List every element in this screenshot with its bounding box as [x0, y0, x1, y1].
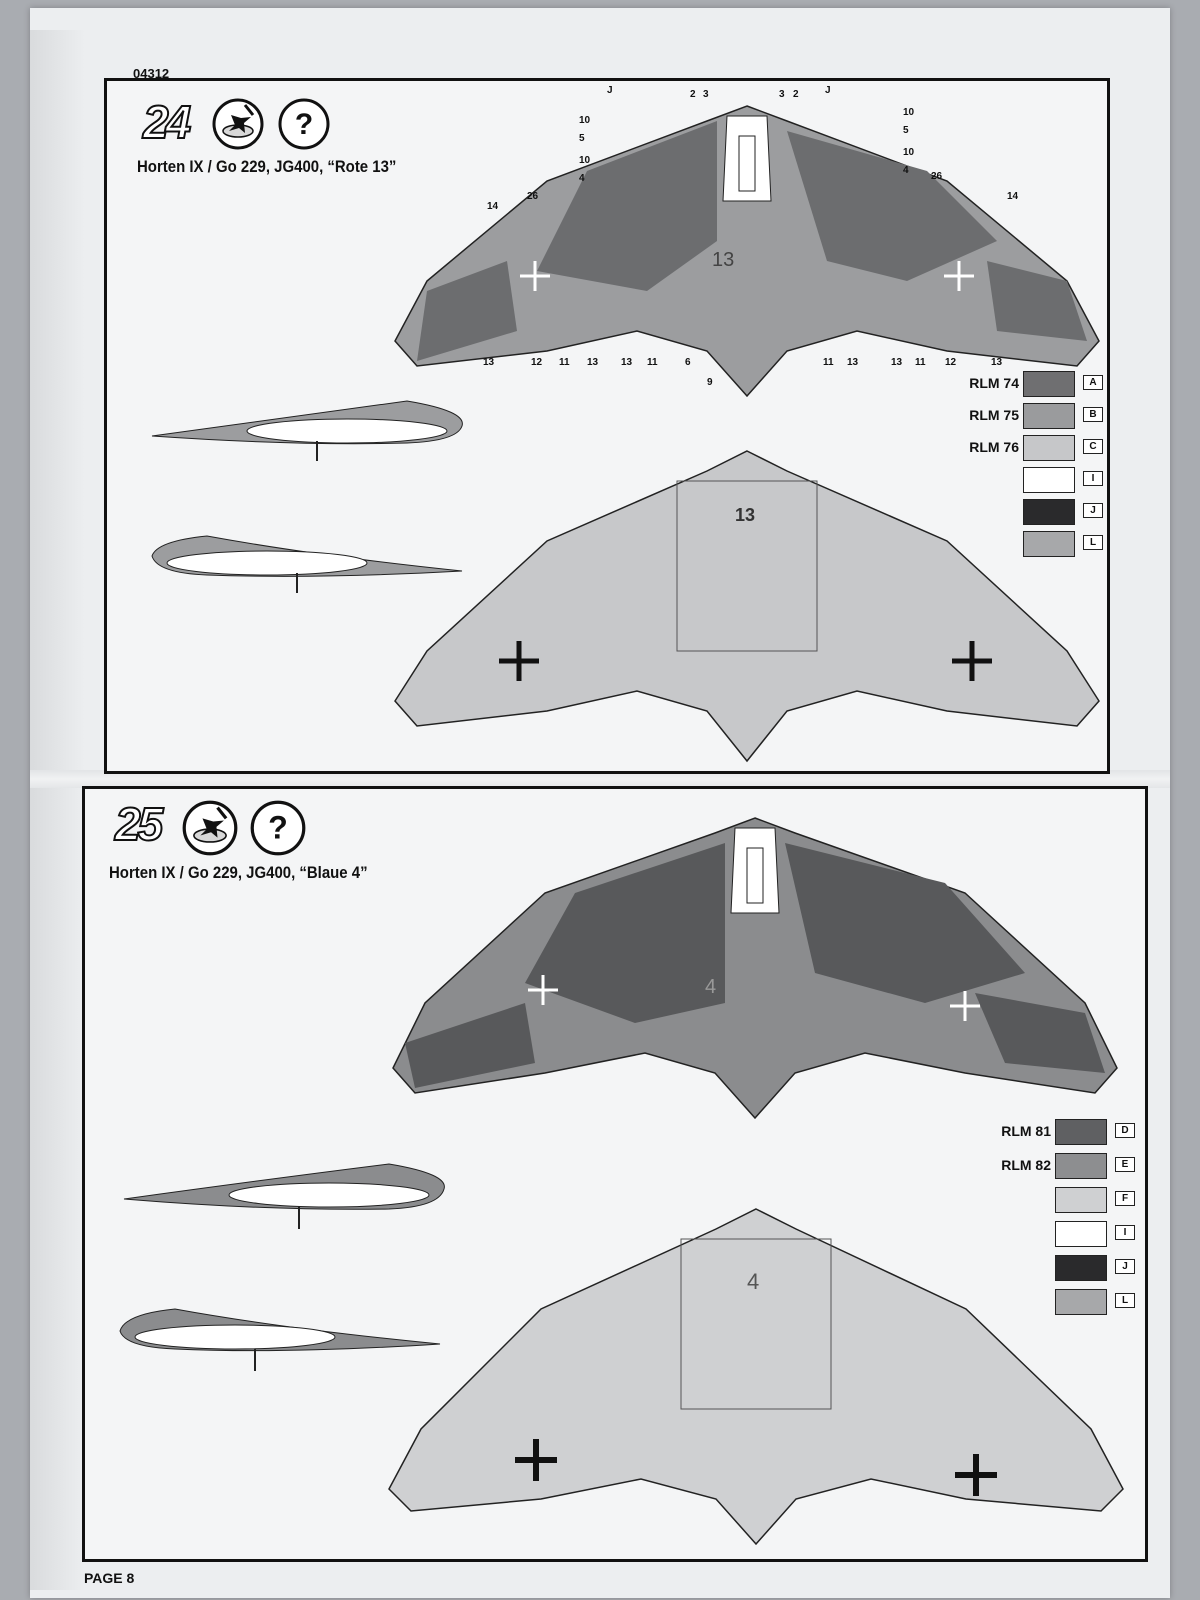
bottom-view-drawing: 13 — [394, 450, 1100, 763]
legend-row: I — [907, 467, 1103, 493]
svg-text:13: 13 — [735, 505, 755, 525]
side-view-right — [151, 535, 463, 593]
question-mark-icon: ? — [250, 800, 306, 856]
legend-row: RLM 74 A — [907, 371, 1103, 397]
aircraft-title: Horten IX / Go 229, JG400, “Blaue 4” — [109, 863, 368, 882]
page-fold — [30, 770, 1170, 788]
legend-row: RLM 81 D — [935, 1119, 1135, 1145]
side-view-left — [123, 1163, 445, 1229]
legend-row: L — [907, 531, 1103, 557]
side-view-right — [119, 1308, 441, 1371]
bottom-view-drawing: 4 — [388, 1208, 1124, 1546]
step-25-panel: 25 ? Horten IX / Go 229, JG400, “Blaue 4… — [82, 786, 1148, 1562]
question-mark-icon: ? — [278, 98, 330, 150]
kit-code: 04312 — [133, 66, 170, 81]
aircraft-title: Horten IX / Go 229, JG400, “Rote 13” — [137, 157, 397, 176]
page-left-edge — [30, 30, 85, 1590]
step-number: 25 — [114, 797, 164, 851]
svg-text:4: 4 — [747, 1269, 759, 1294]
legend-row: RLM 76 C — [907, 435, 1103, 461]
legend-row: I — [935, 1221, 1135, 1247]
step-24-panel: 24 ? Horten IX / Go 229, JG400, “Rote 13… — [104, 78, 1110, 774]
svg-text:?: ? — [295, 108, 313, 141]
legend-row: L — [935, 1289, 1135, 1315]
svg-text:?: ? — [268, 810, 288, 846]
svg-text:13: 13 — [712, 249, 734, 271]
top-view-drawing: 4 — [392, 817, 1118, 1120]
legend-row: RLM 75 B — [907, 403, 1103, 429]
svg-text:4: 4 — [705, 976, 716, 998]
top-view-drawing: 13 — [394, 105, 1100, 398]
step-number: 24 — [142, 95, 192, 149]
color-legend: RLM 81 D RLM 82 E F I J L — [935, 1119, 1135, 1319]
paint-brush-icon — [212, 98, 264, 150]
legend-row: J — [935, 1255, 1135, 1281]
page-number: PAGE 8 — [84, 1570, 135, 1586]
side-view-left — [151, 400, 463, 461]
legend-row: F — [935, 1187, 1135, 1213]
legend-row: J — [907, 499, 1103, 525]
paint-brush-icon — [182, 800, 238, 856]
color-legend: RLM 74 A RLM 75 B RLM 76 C I J L — [907, 371, 1103, 571]
legend-row: RLM 82 E — [935, 1153, 1135, 1179]
